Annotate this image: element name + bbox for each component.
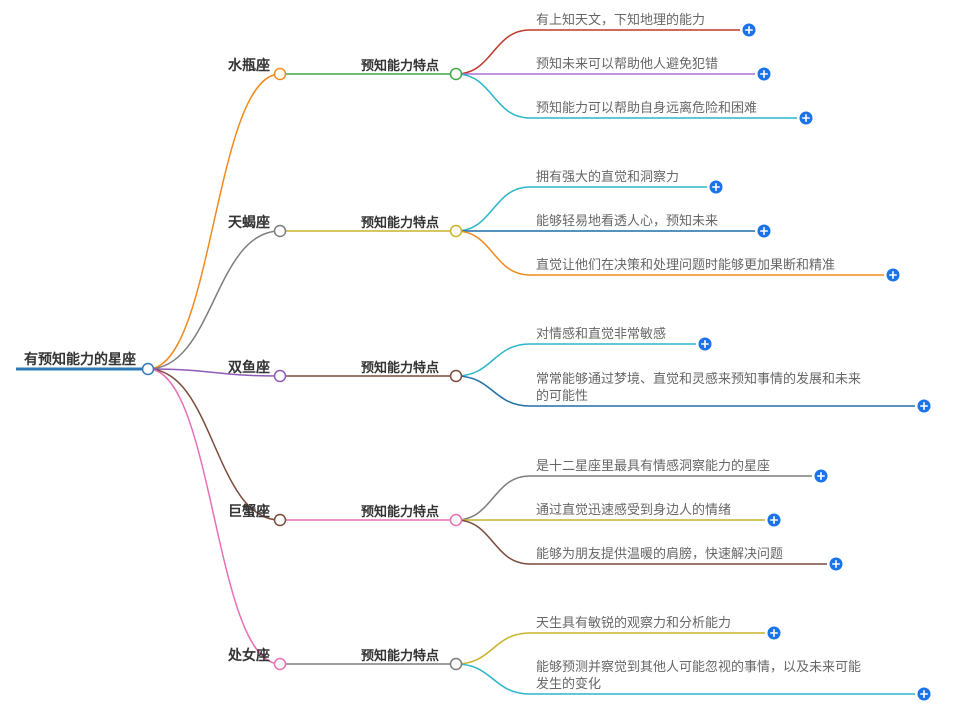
sign-node[interactable] <box>273 67 287 81</box>
expand-button[interactable] <box>709 180 723 194</box>
expand-button[interactable] <box>829 557 843 571</box>
root-to-sign-link <box>147 368 281 665</box>
feature-to-leaf-link <box>455 186 707 232</box>
feature-node[interactable] <box>449 224 463 238</box>
leaf-text: 能够为朋友提供温暖的肩膀，快速解决问题 <box>536 546 783 562</box>
plus-glyph <box>745 26 753 34</box>
sign-label: 巨蟹座 <box>228 503 270 520</box>
expand-button[interactable] <box>767 513 781 527</box>
plus-glyph <box>760 227 768 235</box>
feature-label: 预知能力特点 <box>361 360 439 376</box>
feature-label: 预知能力特点 <box>361 215 439 231</box>
leaf-text: 是十二星座里最具有情感洞察能力的星座 <box>536 458 770 474</box>
leaf-text: 有上知天文，下知地理的能力 <box>536 12 705 28</box>
plus-glyph <box>770 629 778 637</box>
feature-node[interactable] <box>449 513 463 527</box>
plus-glyph <box>889 271 897 279</box>
feature-label: 预知能力特点 <box>361 58 439 74</box>
expand-button[interactable] <box>742 23 756 37</box>
leaf-text: 常常能够通过梦境、直觉和灵感来预知事情的发展和未来 <box>536 371 861 387</box>
feature-node[interactable] <box>449 67 463 81</box>
feature-to-leaf-link <box>455 663 915 695</box>
sign-node[interactable] <box>273 369 287 383</box>
leaf-text: 能够预测并察觉到其他人可能忽视的事情，以及未来可能 <box>536 659 861 675</box>
leaf-text: 直觉让他们在决策和处理问题时能够更加果断和精准 <box>536 257 835 273</box>
expand-button[interactable] <box>886 268 900 282</box>
feature-label: 预知能力特点 <box>361 648 439 664</box>
feature-to-leaf-link <box>455 519 827 565</box>
feature-label: 预知能力特点 <box>361 504 439 520</box>
plus-glyph <box>920 402 928 410</box>
leaf-text: 能够轻易地看透人心，预知未来 <box>536 213 718 229</box>
plus-glyph <box>817 472 825 480</box>
root-to-sign-link <box>147 368 281 521</box>
plus-glyph <box>802 114 810 122</box>
root-node[interactable] <box>141 362 155 376</box>
sign-label: 处女座 <box>227 647 270 664</box>
plus-glyph <box>770 516 778 524</box>
expand-button[interactable] <box>799 111 813 125</box>
feature-node[interactable] <box>449 657 463 671</box>
feature-to-leaf-link <box>455 475 812 521</box>
plus-glyph <box>760 70 768 78</box>
sign-label: 天蝎座 <box>228 214 270 231</box>
leaf-text: 拥有强大的直觉和洞察力 <box>536 169 679 185</box>
root-title: 有预知能力的星座 <box>24 351 136 368</box>
sign-node[interactable] <box>273 513 287 527</box>
expand-button[interactable] <box>917 687 931 701</box>
sign-label: 水瓶座 <box>228 57 270 74</box>
expand-button[interactable] <box>814 469 828 483</box>
feature-to-leaf-link <box>455 29 740 75</box>
sign-node[interactable] <box>273 224 287 238</box>
plus-glyph <box>920 690 928 698</box>
expand-button[interactable] <box>757 224 771 238</box>
root-to-sign-link <box>147 230 281 370</box>
leaf-text: 预知未来可以帮助他人避免犯错 <box>536 56 718 72</box>
feature-to-leaf-link <box>455 375 915 407</box>
leaf-text: 发生的变化 <box>536 676 601 692</box>
root-to-sign-link <box>147 368 281 377</box>
feature-to-leaf-link <box>455 230 884 276</box>
plus-glyph <box>832 560 840 568</box>
leaf-text: 通过直觉迅速感受到身边人的情绪 <box>536 502 731 518</box>
plus-glyph <box>712 183 720 191</box>
feature-to-leaf-link <box>455 73 797 119</box>
expand-button[interactable] <box>698 337 712 351</box>
root-to-sign-link <box>147 73 281 370</box>
sign-label: 双鱼座 <box>228 359 270 376</box>
feature-to-leaf-link <box>455 343 696 377</box>
expand-button[interactable] <box>757 67 771 81</box>
expand-button[interactable] <box>767 626 781 640</box>
sign-node[interactable] <box>273 657 287 671</box>
leaf-text: 天生具有敏锐的观察力和分析能力 <box>536 615 731 631</box>
leaf-text: 预知能力可以帮助自身远离危险和困难 <box>536 100 757 116</box>
feature-to-leaf-link <box>455 632 765 665</box>
leaf-text: 的可能性 <box>536 388 588 404</box>
feature-node[interactable] <box>449 369 463 383</box>
expand-button[interactable] <box>917 399 931 413</box>
plus-glyph <box>701 340 709 348</box>
leaf-text: 对情感和直觉非常敏感 <box>536 326 666 342</box>
